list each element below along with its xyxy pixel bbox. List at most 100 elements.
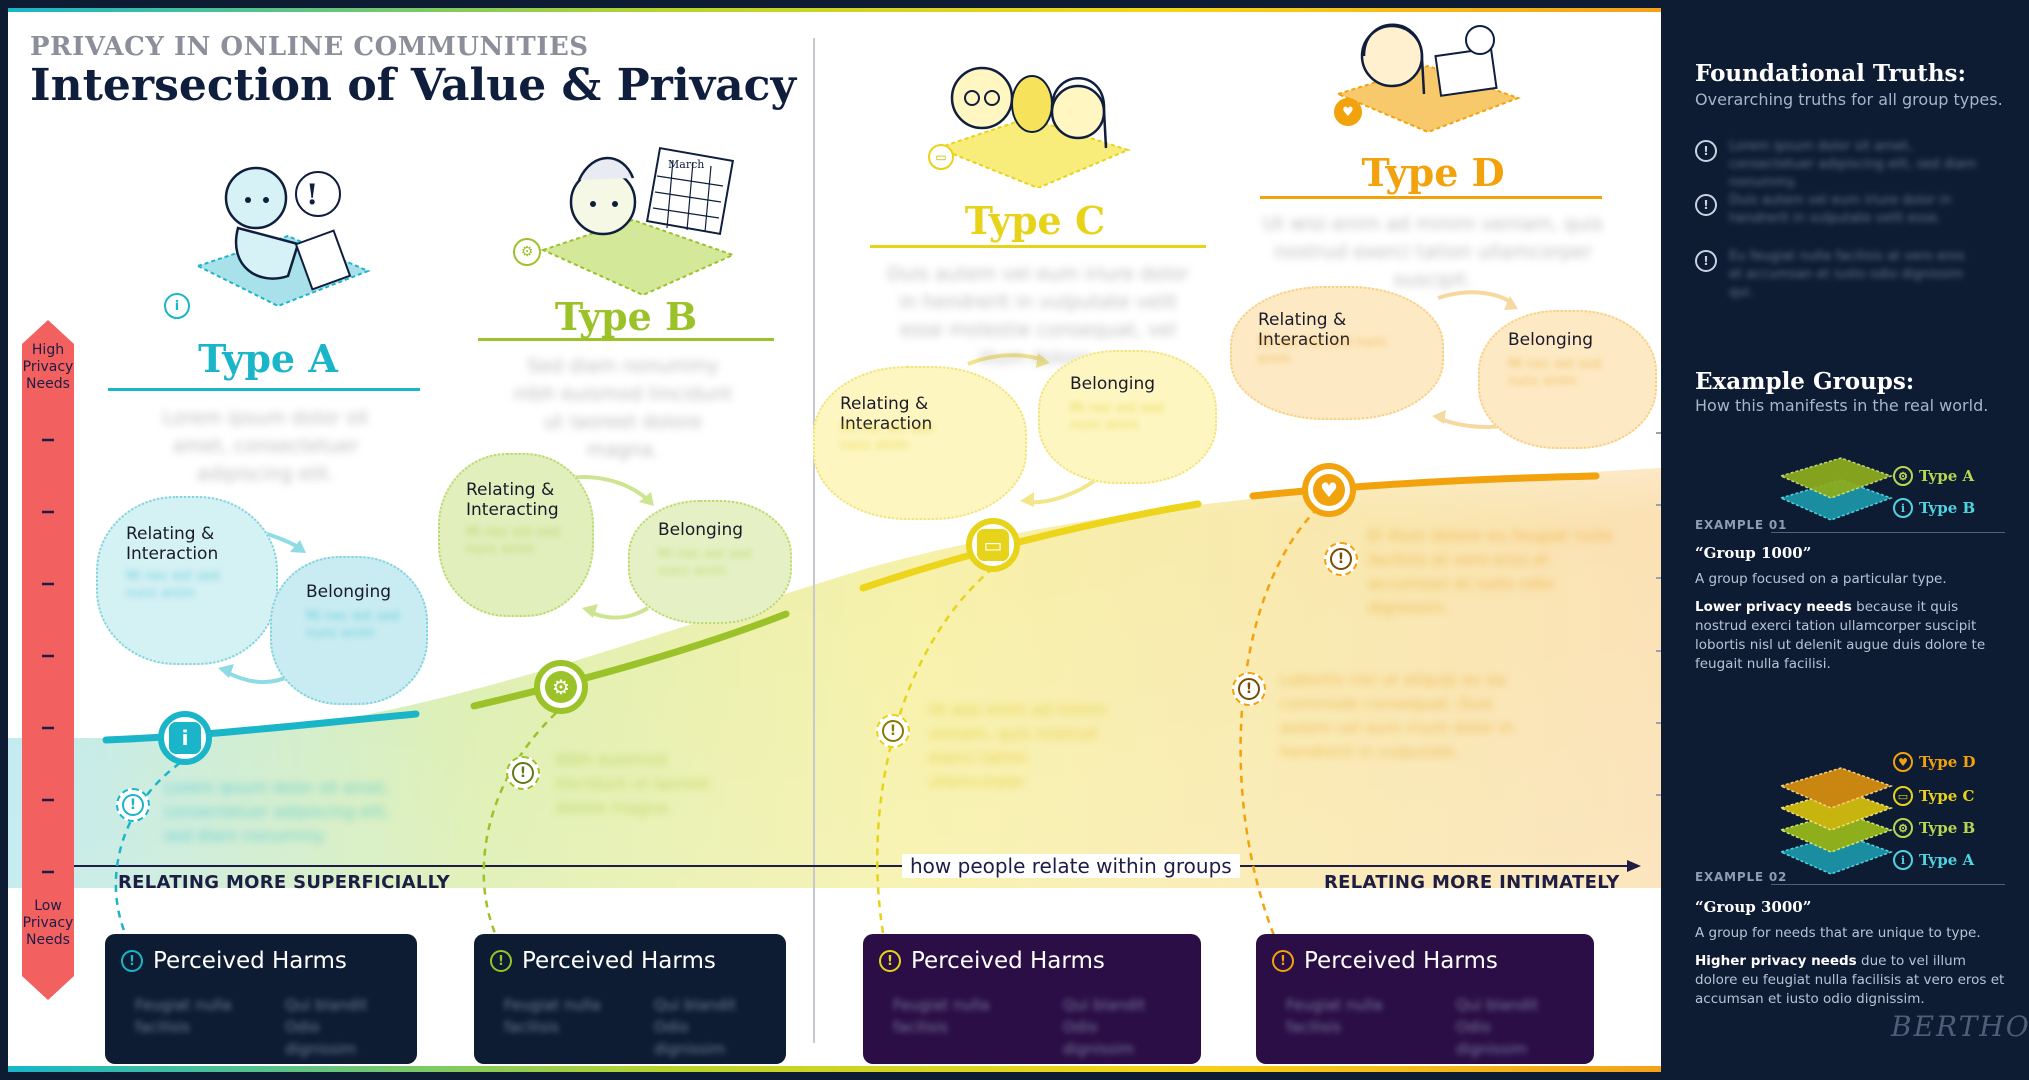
type-b-harm-right: Qui blandit Odio dignissim bbox=[654, 996, 737, 1058]
type-d-harm-right: Qui blandit Odio dignissim bbox=[1456, 996, 1539, 1058]
type-a-description: Lorem ipsum dolor sit amet, consectetuer… bbox=[162, 407, 369, 485]
example-2-layers bbox=[1778, 767, 1894, 875]
type-b-warning-icon: ! bbox=[506, 756, 540, 790]
type-c-belonging-blob bbox=[1038, 350, 1217, 484]
example-1-rule bbox=[1771, 532, 2005, 533]
type-a-belonging-blob bbox=[270, 556, 428, 705]
type-a-belonging-title: Belonging bbox=[306, 582, 392, 602]
example-1-name: “Group 1000” bbox=[1695, 544, 1812, 562]
type-d-relating-text: Mi nec est sed nunc enim bbox=[1258, 335, 1388, 367]
page-title: Intersection of Value & Privacy bbox=[30, 60, 797, 111]
type-a-harm-icon: ! bbox=[121, 950, 143, 972]
type-a-relating-blob bbox=[96, 496, 278, 665]
type-c-harm-icon: ! bbox=[879, 950, 901, 972]
type-d-title: Type D bbox=[1361, 150, 1505, 195]
type-c-illustration bbox=[935, 66, 1131, 188]
type-d-belonging-blob bbox=[1478, 310, 1657, 449]
type-c-harm-note: Ut wisi enim ad minim veniam, quis nostr… bbox=[928, 700, 1107, 791]
example-2-legend-type-c: ▭ Type C bbox=[1893, 786, 1974, 806]
relating-intimately-label: RELATING MORE INTIMATELY bbox=[1324, 872, 1620, 893]
type-c-harms-card: ! Perceived Harms Feugiat nulla facilisi… bbox=[863, 934, 1201, 1064]
type-a-relating-title: Relating & Interaction bbox=[126, 524, 219, 564]
chat-icon: ▭ bbox=[1893, 786, 1913, 806]
type-d-harms-title: Perceived Harms bbox=[1304, 948, 1498, 974]
type-c-belonging-title: Belonging bbox=[1070, 374, 1156, 394]
type-b-harms-card: ! Perceived Harms Feugiat nulla facilisi… bbox=[474, 934, 786, 1064]
type-c-warning-icon: ! bbox=[876, 714, 910, 748]
type-d-harms-card: ! Perceived Harms Feugiat nulla facilisi… bbox=[1256, 934, 1594, 1064]
type-a-title: Type A bbox=[198, 336, 338, 381]
gear-icon: ⚙ bbox=[1893, 466, 1913, 486]
example-1-legend-type-b: i Type B bbox=[1893, 498, 1975, 518]
example-1-layers bbox=[1778, 457, 1894, 521]
type-b-harm-icon: ! bbox=[490, 950, 512, 972]
type-c-harms-title: Perceived Harms bbox=[911, 948, 1105, 974]
foundational-truths-title: Foundational Truths: bbox=[1695, 60, 1966, 87]
type-a-harm-right: Qui blandit Odio dignissim bbox=[285, 996, 368, 1058]
info-icon: i bbox=[1893, 850, 1913, 870]
svg-text:March: March bbox=[668, 158, 704, 171]
type-b-belonging-text: Mi nec est sed nunc enim bbox=[658, 547, 752, 579]
example-1-label: EXAMPLE 01 bbox=[1695, 518, 1788, 532]
example-1-desc: A group focused on a particular type. bbox=[1695, 571, 1947, 587]
example-2-legend-type-a: i Type A bbox=[1893, 850, 1974, 870]
type-d-belonging-title: Belonging bbox=[1508, 330, 1594, 350]
type-c-harm-right: Qui blandit Odio dignissim bbox=[1063, 996, 1146, 1058]
type-c-relating-title: Relating & Interaction bbox=[840, 394, 933, 434]
type-b-belonging-title: Belonging bbox=[658, 520, 744, 540]
type-d-extra-warning-icon: ! bbox=[1324, 542, 1358, 576]
type-d-illustration bbox=[1335, 23, 1521, 134]
type-d-relating-blob bbox=[1230, 286, 1444, 420]
type-b-relating-text: Mi nec est sed nunc enim bbox=[466, 525, 560, 557]
heart-icon: ♥ bbox=[1893, 752, 1913, 772]
type-d-rule bbox=[1260, 196, 1602, 199]
example-groups-subtitle: How this manifests in the real world. bbox=[1695, 396, 1989, 415]
type-a-harm-left: Feugiat nulla facilisis bbox=[135, 996, 232, 1036]
type-c-value-line bbox=[859, 500, 1202, 592]
type-d-harm-left: Feugiat nulla facilisis bbox=[1286, 996, 1383, 1036]
type-b-badge-icon: ⚙ bbox=[513, 238, 541, 266]
main-panel: PRIVACY IN ONLINE COMMUNITIES Intersecti… bbox=[8, 8, 1661, 1072]
type-b-node-icon: ⚙ bbox=[534, 660, 588, 714]
type-c-title: Type C bbox=[964, 198, 1106, 243]
type-b-description: Sed diam nonummy nibh euismod tincidunt … bbox=[513, 355, 733, 461]
overline: PRIVACY IN ONLINE COMMUNITIES bbox=[30, 32, 589, 62]
type-c-relating-text: Mi nec est sed nunc enim bbox=[840, 421, 934, 453]
artist-signature: BERTHOLT bbox=[1891, 1010, 2029, 1043]
type-d-warning-icon: ! bbox=[1232, 672, 1266, 706]
truth-text: Duis autem vel eum iriure dolor in hendr… bbox=[1729, 193, 1952, 226]
type-d-harm-note: Lobortis nisl ut aliquip ex ea commodo c… bbox=[1280, 670, 1514, 761]
high-privacy-label: High Privacy Needs bbox=[22, 342, 74, 392]
type-d-belonging-text: Mi nec est sed nunc enim bbox=[1508, 357, 1602, 389]
svg-text:!: ! bbox=[306, 178, 318, 211]
type-a-warning-icon: ! bbox=[116, 788, 150, 822]
type-a-relating-text: Mi nec est sed nunc enim bbox=[126, 569, 220, 601]
type-c-relating-blob bbox=[813, 366, 1027, 520]
alert-icon: ! bbox=[1695, 194, 1717, 216]
example-2-name: “Group 3000” bbox=[1695, 898, 1812, 916]
type-d-relating-title: Relating & Interaction bbox=[1258, 310, 1351, 350]
info-icon: i bbox=[1893, 498, 1913, 518]
truth-text: Lorem ipsum dolor sit amet, consectetuer… bbox=[1729, 139, 1977, 190]
low-privacy-label: Low Privacy Needs bbox=[22, 898, 74, 948]
type-a-rule bbox=[108, 388, 420, 391]
example-2-body: Higher privacy needs due to vel illum do… bbox=[1695, 953, 2005, 1007]
type-d-description: Ut wisi enim ad minim veniam, quis nostr… bbox=[1262, 213, 1604, 291]
type-b-value-line bbox=[470, 610, 790, 710]
type-a-node-icon: i bbox=[158, 711, 212, 765]
type-c-harm-left: Feugiat nulla facilisis bbox=[893, 996, 990, 1036]
gear-icon: ⚙ bbox=[1893, 818, 1913, 838]
type-c-node-icon: ▭ bbox=[966, 518, 1020, 572]
type-a-harm-note: Lorem ipsum dolor sit amet, consectetuer… bbox=[164, 778, 390, 845]
relation-axis-center-label: how people relate within groups bbox=[902, 854, 1240, 878]
type-a-illustration: ! bbox=[195, 166, 371, 308]
example-1-legend-type-a: ⚙ Type A bbox=[1893, 466, 1974, 486]
type-b-rule bbox=[478, 338, 774, 341]
example-2-rule bbox=[1771, 884, 2005, 885]
type-b-harm-note: Nibh euismod tincidunt ut laoreet dolore… bbox=[556, 750, 710, 817]
type-a-badge-icon: i bbox=[164, 293, 190, 319]
type-b-relating-blob bbox=[438, 453, 594, 617]
type-c-rule bbox=[870, 245, 1206, 248]
example-2-legend-type-d: ♥ Type D bbox=[1893, 752, 1976, 772]
privacy-needs-bar bbox=[22, 320, 74, 1000]
